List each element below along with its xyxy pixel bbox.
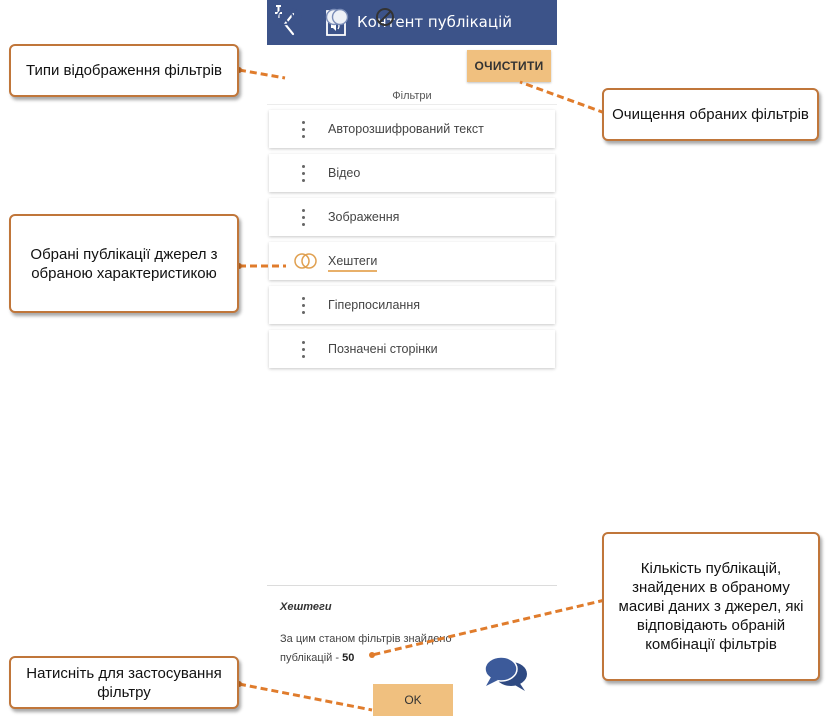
result-text: За цим станом фільтрів знайдено публікац… <box>280 630 465 668</box>
filter-label: Гіперпосилання <box>328 298 420 312</box>
filter-row-video[interactable]: Відео <box>269 154 555 192</box>
filter-label: Хештеги <box>328 254 378 272</box>
result-count: 50 <box>342 652 355 664</box>
chat-icon[interactable] <box>483 654 529 694</box>
union-mode-icon[interactable] <box>323 6 351 28</box>
divider <box>267 585 557 586</box>
callout-display-types: Типи відображення фільтрів <box>9 44 239 97</box>
filter-row-hashtags[interactable]: Хештеги <box>269 242 555 280</box>
app-title: Контент публікацій <box>357 13 512 31</box>
more-vert-icon[interactable] <box>302 209 306 227</box>
filter-row-hyperlinks[interactable]: Гіперпосилання <box>269 286 555 324</box>
callout-clear-selected: Очищення обраних фільтрів <box>602 88 819 141</box>
callout-count-info: Кількість публікацій, знайдених в обрано… <box>602 532 820 681</box>
result-description: За цим станом фільтрів знайдено публікац… <box>280 633 452 664</box>
more-vert-icon[interactable] <box>302 121 306 139</box>
filter-row-tagged-pages[interactable]: Позначені сторінки <box>269 330 555 368</box>
filter-label: Відео <box>328 166 361 180</box>
callout-apply-hint: Натисніть для застосування фільтру <box>9 656 239 709</box>
more-vert-icon[interactable] <box>302 341 306 359</box>
clear-button[interactable]: ОЧИСТИТИ <box>467 50 551 82</box>
more-vert-icon[interactable] <box>302 297 306 315</box>
selected-filter-title: Хештеги <box>280 601 332 613</box>
more-vert-icon[interactable] <box>302 165 306 183</box>
filter-label: Зображення <box>328 210 400 224</box>
filters-heading: Фільтри <box>392 90 432 102</box>
filter-label: Авторозшифрований текст <box>328 122 484 136</box>
intersection-selected-icon[interactable] <box>293 252 319 270</box>
app-bar: Контент публікацій <box>267 0 557 45</box>
filter-row-autotext[interactable]: Авторозшифрований текст <box>269 110 555 148</box>
intersection-mode-icon[interactable] <box>275 6 303 28</box>
callout-selected-publications: Обрані публікації джерел з обраною харак… <box>9 214 239 313</box>
filter-label: Позначені сторінки <box>328 342 438 356</box>
ok-button[interactable]: OK <box>373 684 453 716</box>
exclude-mode-icon[interactable] <box>371 6 399 28</box>
divider <box>267 104 557 105</box>
filter-row-images[interactable]: Зображення <box>269 198 555 236</box>
filter-screen: Контент публікацій ОЧИСТИТИ Фільтри Авто… <box>267 0 557 720</box>
